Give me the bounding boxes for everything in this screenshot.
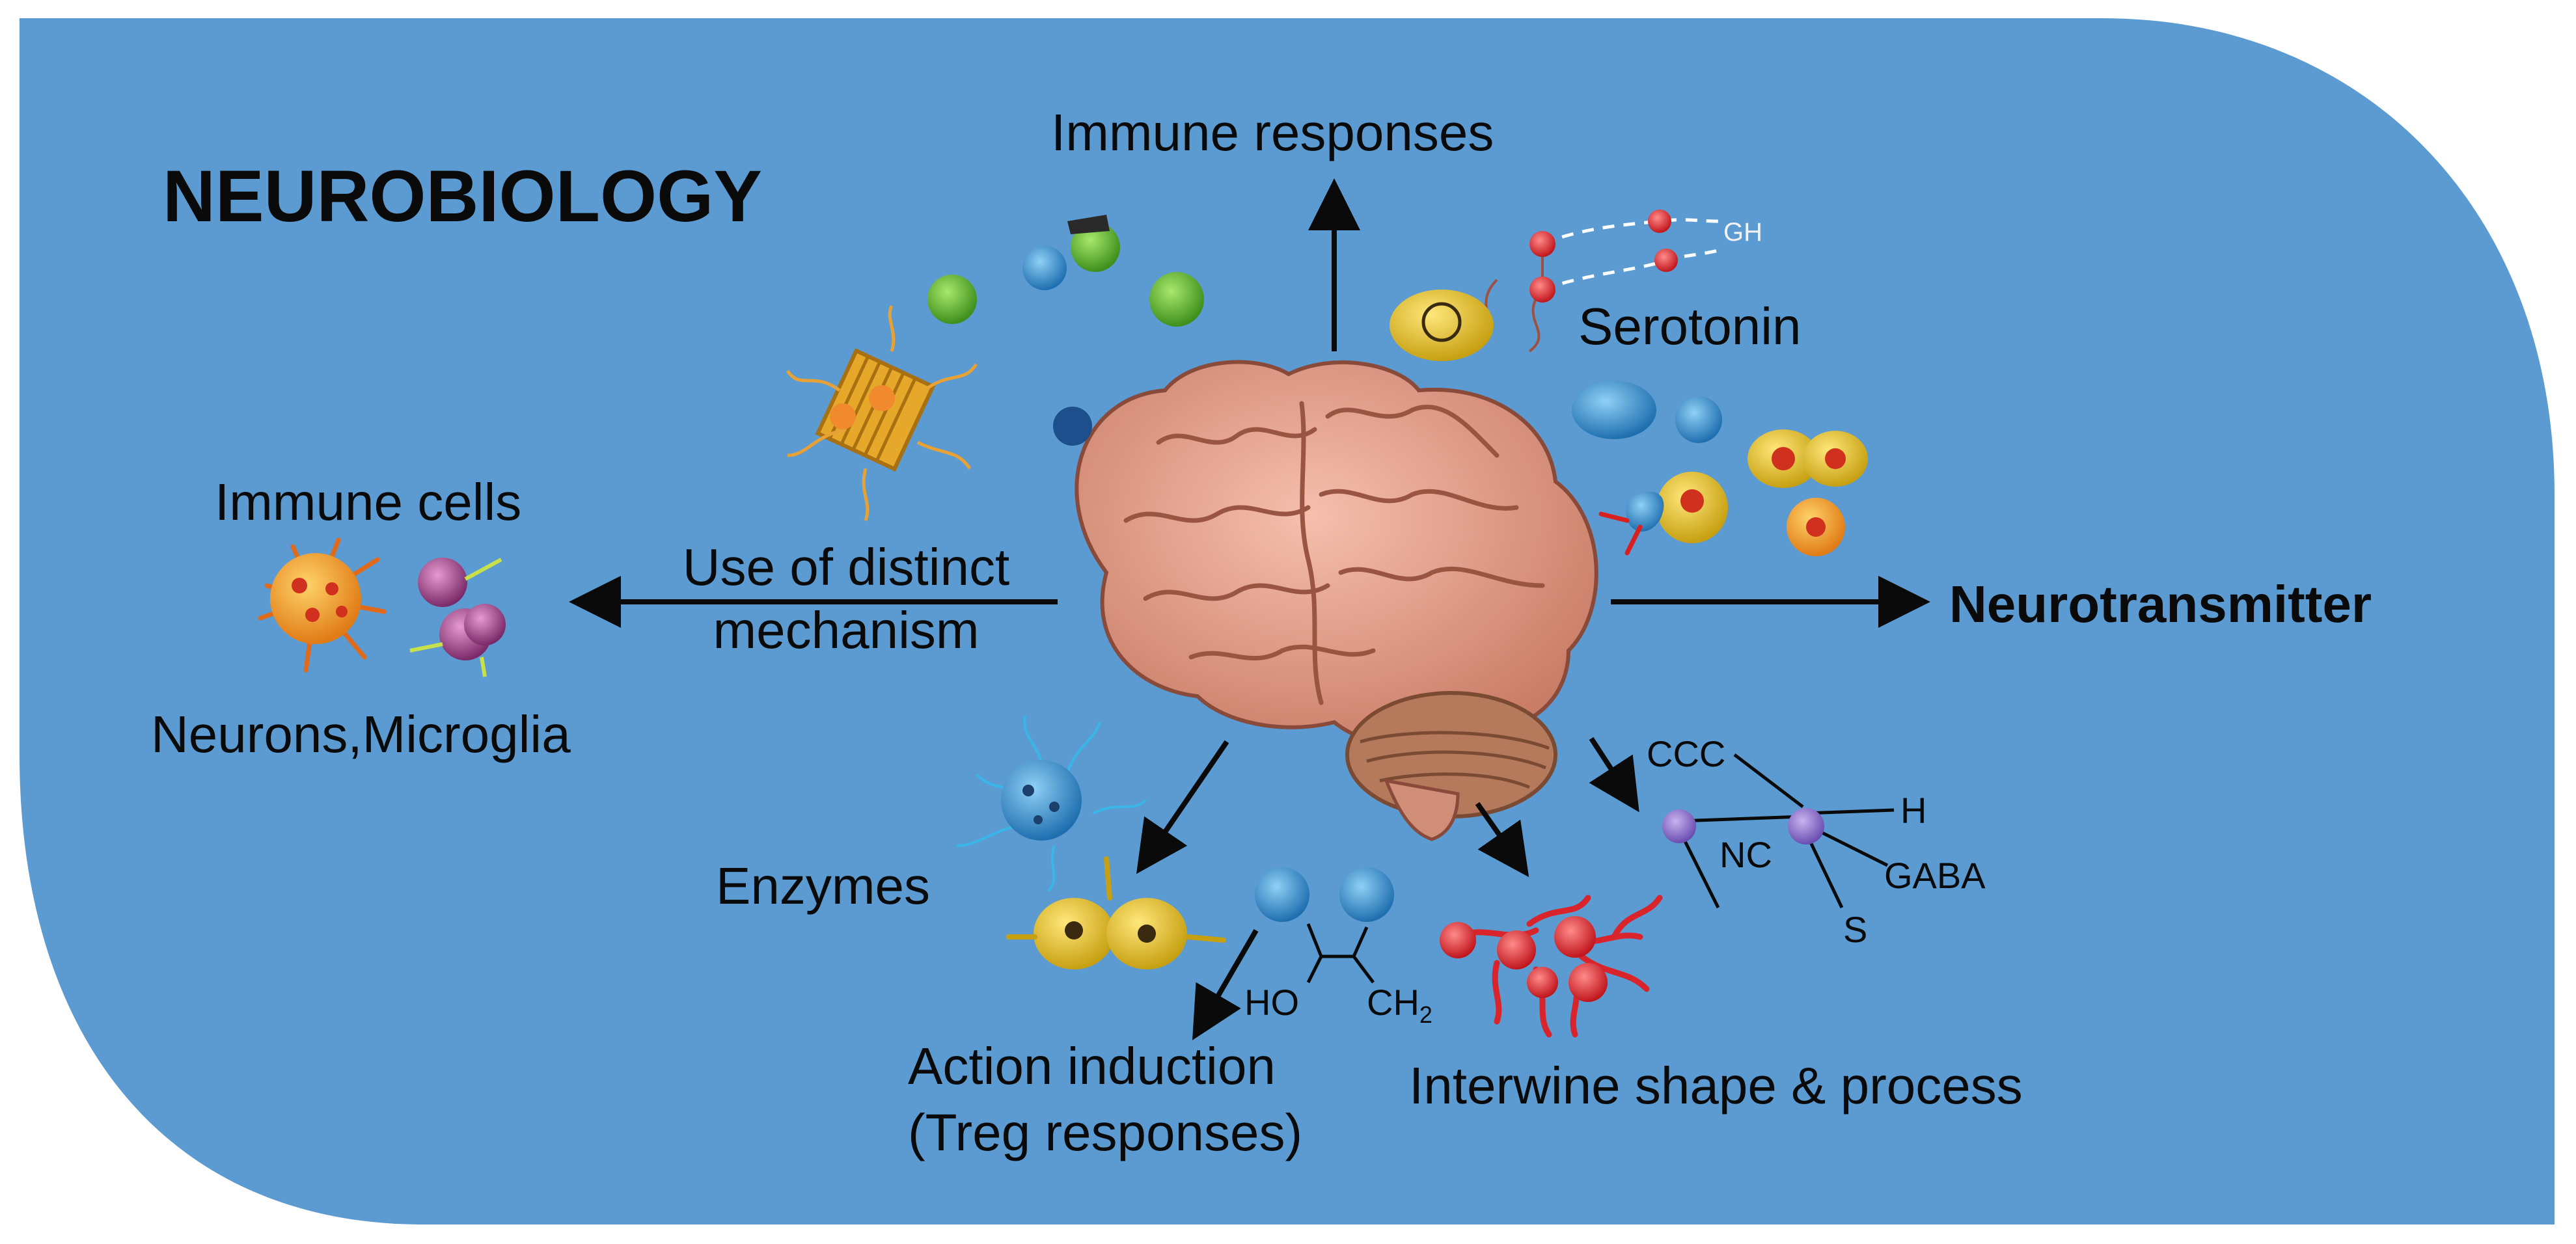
arrow-down-enzymes <box>1136 740 1229 874</box>
neuron-cluster-icon <box>1440 895 1663 1038</box>
page-title: NEUROBIOLOGY <box>163 156 762 237</box>
arrow-down-interwine <box>1475 802 1529 878</box>
chem-label-gaba: GABA <box>1884 855 1986 896</box>
label-action-induction: Action induction <box>908 1037 1276 1095</box>
chem-label-nc: NC <box>1720 834 1772 875</box>
label-serotonin: Serotonin <box>1578 297 1802 355</box>
enzyme-icon <box>956 715 1226 969</box>
arrow-down-gaba-molecule <box>1589 737 1639 813</box>
brain-icon <box>1075 360 1598 841</box>
label-enzymes: Enzymes <box>716 857 930 915</box>
chem-label-ch2: CH2 <box>1367 982 1432 1028</box>
chem-label-ch2-subscript: 2 <box>1419 1001 1432 1029</box>
chem-label-h: H <box>1900 790 1927 831</box>
gaba-molecule-icon <box>1662 753 1895 909</box>
serotonin-molecule-icon <box>1390 210 1868 556</box>
label-neurons-microglia: Neurons,Microglia <box>151 705 571 763</box>
label-treg-responses: (Treg responses) <box>908 1103 1303 1161</box>
label-immune-responses: Immune responses <box>1051 103 1494 161</box>
label-neurotransmitter: Neurotransmitter <box>1949 575 2372 633</box>
chem-label-gh: GH <box>1723 218 1762 247</box>
arrow-down-action-induction <box>1192 928 1259 1040</box>
chem-label-s: S <box>1843 909 1868 950</box>
top-left-cell-cluster <box>786 215 1204 521</box>
label-interwine-shape-process: Interwine shape & process <box>1409 1057 2023 1115</box>
immune-cell-icon <box>258 537 506 677</box>
chem-label-ccc: CCC <box>1647 733 1726 774</box>
chem-label-ho: HO <box>1244 982 1299 1023</box>
chem-label-ch: CH <box>1367 982 1419 1023</box>
label-mechanism: mechanism <box>713 601 980 659</box>
arrows <box>569 178 1930 1040</box>
molecule-icon <box>1255 867 1394 984</box>
label-immune-cells: Immune cells <box>215 473 522 531</box>
label-use-of-distinct: Use of distinct <box>682 538 1010 596</box>
